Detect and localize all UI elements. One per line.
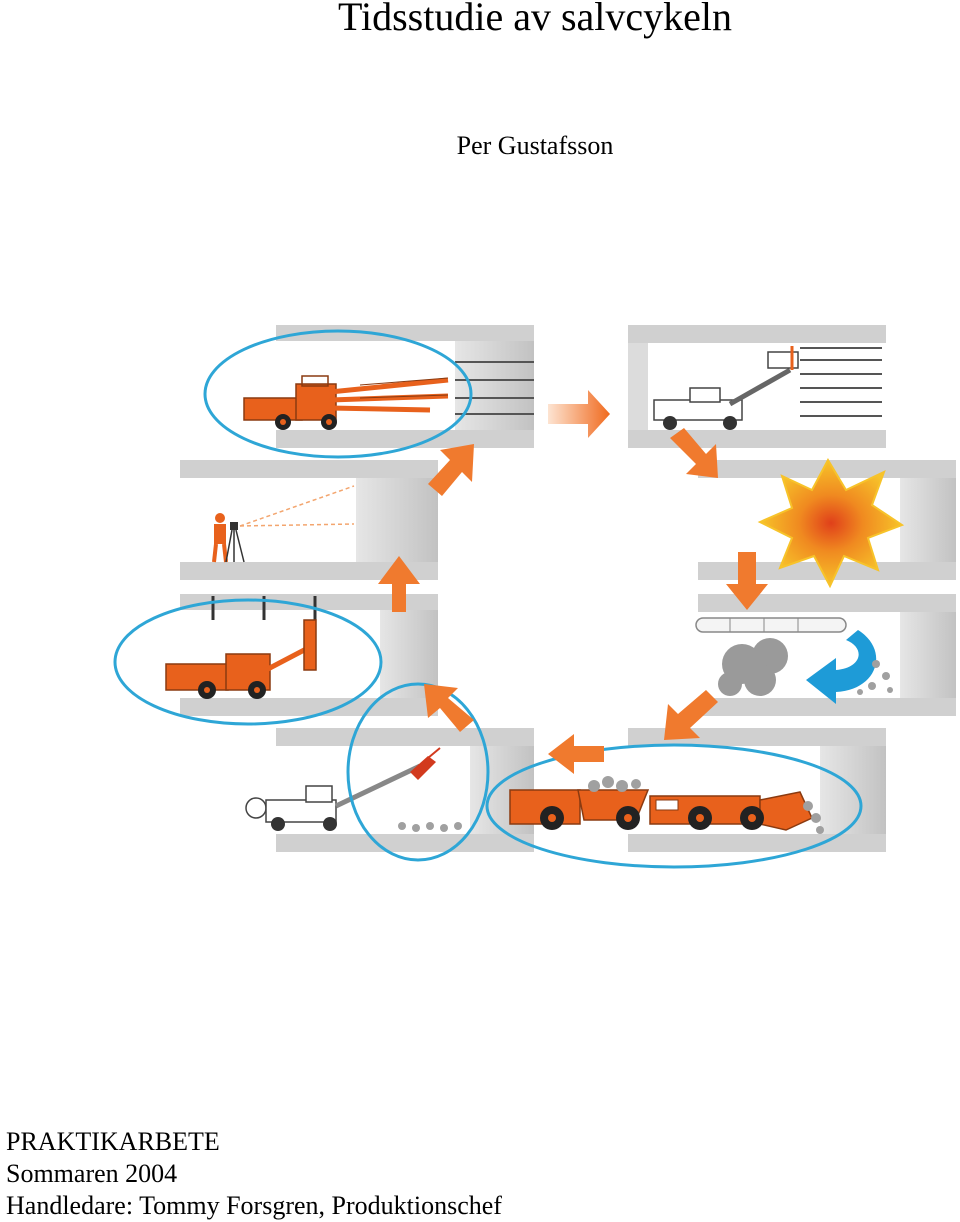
explosion-icon: [757, 457, 905, 589]
highlight-ellipse-bolting: [113, 598, 383, 726]
cycle-arrow-1: [548, 390, 610, 438]
ventilation-arrow-icon: [806, 630, 877, 704]
cycle-arrow-3: [726, 552, 768, 610]
footer-report-type: PRAKTIKARBETE: [6, 1127, 220, 1156]
drill-holes: [455, 361, 534, 415]
cycle-arrow-8: [428, 444, 474, 496]
surveyor-icon: [212, 485, 355, 563]
charging-truck: [653, 346, 799, 430]
excavation-cycle-figure: [113, 325, 956, 869]
mucking-loader: [649, 791, 824, 834]
muck-pile-ventilation: [857, 660, 893, 695]
bolting-rig: [165, 619, 317, 699]
tunnel-panel-surveying: [180, 460, 438, 580]
cycle-arrow-5: [548, 734, 604, 774]
drill-rig: [243, 375, 449, 430]
tunnel-panel-mucking: [628, 728, 886, 852]
cycle-arrow-2: [670, 428, 718, 478]
smoke-cloud: [718, 638, 788, 696]
document-author: Per Gustafsson: [456, 131, 614, 160]
cycle-arrow-6: [424, 684, 474, 732]
cycle-arrow-7: [378, 556, 420, 612]
highlight-ellipse-drilling: [203, 329, 473, 459]
charged-holes: [800, 347, 882, 417]
cycle-arrows: [378, 390, 768, 774]
footer-supervisor: Handledare: Tommy Forsgren, Produktionsc…: [6, 1191, 502, 1220]
tunnel-panel-ventilation: [698, 594, 956, 716]
document-footer: PRAKTIKARBETE Sommaren 2004 Handledare: …: [6, 1126, 502, 1222]
mucking-truck: [509, 776, 650, 830]
footer-period: Sommaren 2004: [6, 1159, 178, 1188]
tunnel-panel-drilling: [276, 325, 534, 448]
highlight-ellipse-scaling: [346, 682, 490, 862]
document-title: Tidsstudie av salvcykeln: [337, 0, 733, 39]
scaling-rig: [245, 747, 462, 832]
cycle-arrow-4: [664, 690, 718, 740]
ventilation-duct: [695, 617, 847, 633]
highlight-ellipse-mucking: [485, 743, 863, 869]
